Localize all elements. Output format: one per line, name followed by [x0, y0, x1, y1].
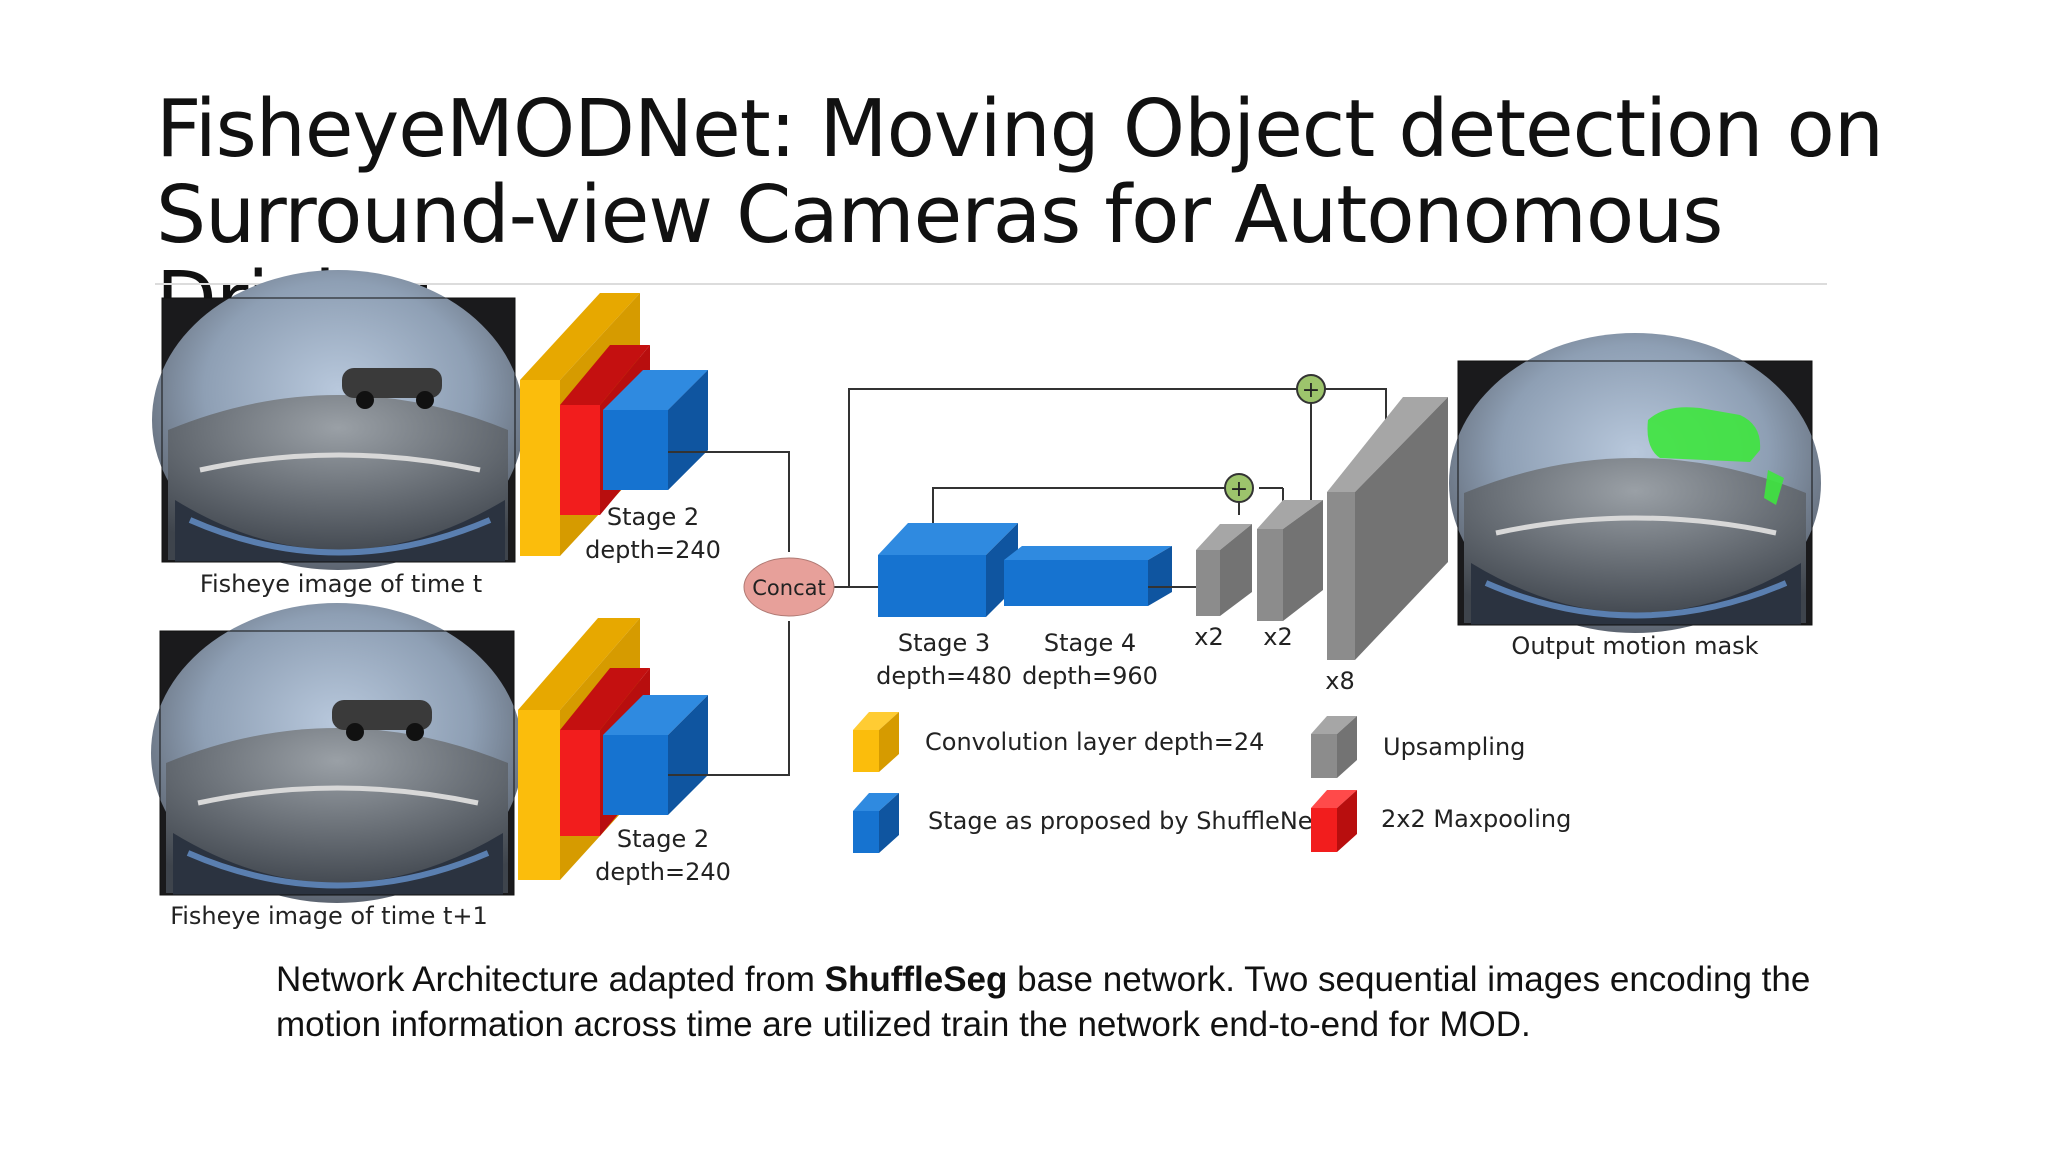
legend-upsampling-label: Upsampling: [1383, 733, 1525, 761]
stage2-top-label-2: depth=240: [585, 536, 721, 564]
stage2-block: [603, 370, 708, 490]
stage3-label-1: Stage 3: [898, 629, 990, 657]
slide-caption: Network Architecture adapted from Shuffl…: [276, 957, 1836, 1047]
caption-part-2: base network. Two sequential images enco…: [276, 960, 1811, 1044]
caption-bold-shuffleseg: ShuffleSeg: [824, 960, 1008, 999]
stage4-label-1: Stage 4: [1044, 629, 1136, 657]
car-shape: [342, 368, 442, 409]
output-mask-image: [1449, 333, 1821, 633]
plus-symbol: +: [1230, 477, 1248, 502]
upsample-block-1: [1196, 524, 1252, 616]
legend-stage-swatch: [853, 793, 899, 853]
caption-part-1: Network Architecture adapted from: [276, 960, 825, 999]
stage4-block: [1004, 546, 1172, 606]
encoder-branch-top: Stage 2 depth=240: [520, 293, 721, 564]
input-t-label: Fisheye image of time t: [200, 570, 482, 598]
stage3-label-2: depth=480: [876, 662, 1012, 690]
encoder-branch-bottom: Stage 2 depth=240: [518, 618, 731, 886]
legend-conv-swatch: [853, 712, 899, 772]
title-line-1: FisheyeMODNet: Moving Object detection o…: [156, 83, 1884, 175]
input-t1-label: Fisheye image of time t+1: [170, 902, 488, 930]
plus-node-2: +: [1296, 374, 1326, 404]
fisheye-image-t: [152, 270, 524, 570]
concat-label: Concat: [752, 576, 825, 600]
stage4-label-2: depth=960: [1022, 662, 1158, 690]
legend-maxpool-swatch: [1311, 790, 1357, 852]
upsample-1-label: x2: [1194, 623, 1223, 651]
stage2-block: [603, 695, 708, 815]
stage2-bottom-label-2: depth=240: [595, 858, 731, 886]
stage2-top-label-1: Stage 2: [607, 503, 699, 531]
title-divider: [155, 283, 1827, 285]
title-line-2: Surround-view Cameras for Autonomous Dri…: [156, 169, 1723, 344]
legend-stage-label: Stage as proposed by ShuffleNet: [928, 807, 1322, 835]
car-shape: [332, 700, 432, 741]
legend-conv-label: Convolution layer depth=24: [925, 728, 1264, 756]
slide-title: FisheyeMODNet: Moving Object detection o…: [156, 86, 1956, 344]
upsample-3-label: x8: [1325, 667, 1354, 695]
upsample-block-3: [1327, 397, 1448, 660]
upsample-2-label: x2: [1263, 623, 1292, 651]
legend-maxpool-label: 2x2 Maxpooling: [1381, 805, 1571, 833]
fisheye-image-t1: [151, 603, 523, 903]
concat-node: Concat: [743, 557, 835, 617]
plus-node-1: +: [1224, 473, 1254, 503]
moving-car-mask: [1647, 407, 1784, 505]
stage3-block: [878, 523, 1018, 617]
legend: Convolution layer depth=24 Stage as prop…: [853, 712, 1571, 853]
output-mask-label: Output motion mask: [1511, 632, 1758, 660]
upsample-block-2: [1257, 500, 1323, 621]
stage2-bottom-label-1: Stage 2: [617, 825, 709, 853]
plus-symbol: +: [1302, 378, 1320, 403]
legend-upsampling-swatch: [1311, 716, 1357, 778]
